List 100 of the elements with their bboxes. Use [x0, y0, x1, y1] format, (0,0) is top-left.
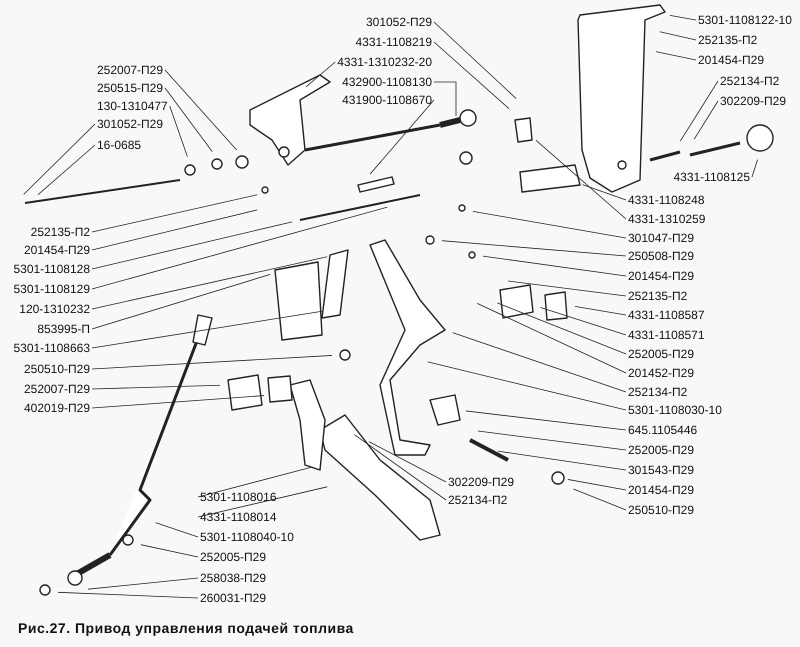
leader-line — [508, 280, 626, 296]
leader-line — [434, 42, 510, 110]
part-number: 302209-П29 — [448, 475, 514, 489]
part-number: 4331-1108125 — [673, 170, 750, 184]
part-number: 4331-1108219 — [355, 35, 432, 49]
leader-line — [536, 140, 626, 220]
part-number: 252135-П2 — [628, 289, 688, 303]
leader-line — [680, 80, 718, 142]
leader-line — [573, 488, 626, 510]
leader-line — [540, 307, 626, 336]
leader-line — [752, 159, 758, 178]
part-number: 5301-1108663 — [13, 341, 90, 355]
leader-line — [497, 302, 626, 354]
leader-line — [655, 51, 696, 60]
part-number: 252005-П29 — [200, 550, 266, 564]
leader-line — [478, 430, 626, 450]
part-number: 252134-П2 — [720, 74, 780, 88]
leader-line — [669, 15, 696, 20]
leader-line — [582, 184, 626, 200]
part-number: 260031-П29 — [200, 591, 266, 605]
part-number: 250510-П29 — [24, 362, 90, 376]
part-number: 302209-П29 — [720, 94, 786, 108]
leader-line — [92, 209, 258, 250]
leader-line — [92, 274, 271, 330]
leader-line — [659, 31, 696, 40]
part-number: 130-1310477 — [97, 99, 168, 113]
leader-line — [92, 221, 293, 270]
part-number: 5301-1108030-10 — [628, 403, 722, 417]
part-number: 16-0685 — [97, 138, 142, 152]
leader-line — [164, 70, 238, 150]
part-number: 432900-1108130 — [342, 75, 432, 89]
part-number: 4331-1310232-20 — [337, 55, 432, 69]
part-number: 4331-1108014 — [200, 510, 277, 524]
part-number: 252007-П29 — [97, 63, 164, 77]
part-number: 301052-П29 — [366, 15, 432, 29]
leader-line — [434, 82, 456, 116]
part-number: 201454-П29 — [628, 483, 694, 497]
leader-line — [92, 384, 220, 390]
leader-line — [92, 206, 388, 290]
leader-line — [466, 410, 626, 430]
part-number: 431900-1108670 — [342, 93, 432, 107]
leader-line — [198, 486, 328, 518]
leader-line — [92, 395, 264, 408]
part-number: 252135-П2 — [698, 33, 758, 47]
leader-line — [472, 210, 626, 238]
part-number: 252134-П2 — [448, 493, 508, 507]
part-number: 201454-П29 — [698, 53, 764, 67]
part-number: 301543-П29 — [628, 463, 694, 477]
part-number: 5301-1108122-10 — [698, 13, 792, 27]
leader-line — [354, 434, 446, 500]
part-number: 5301-1108129 — [13, 282, 90, 296]
leader-line — [198, 466, 313, 498]
part-number: 4331-1310259 — [628, 212, 706, 226]
part-number: 402019-П29 — [24, 401, 90, 415]
part-number: 4331-1108248 — [628, 193, 705, 207]
leader-line — [92, 194, 258, 232]
part-number: 853995-П — [37, 322, 90, 336]
leader-line — [58, 592, 198, 598]
part-number: 5301-1108016 — [200, 490, 277, 504]
leader-line — [476, 303, 626, 374]
leader-line — [92, 355, 332, 370]
part-number: 252134-П2 — [628, 385, 688, 399]
leader-line — [574, 306, 626, 316]
leader-line — [498, 450, 626, 470]
leader-line — [306, 62, 336, 88]
part-number: 250510-П29 — [628, 503, 694, 517]
leader-line — [427, 361, 626, 410]
leader-line — [38, 144, 96, 196]
figure-caption: Рис.27. Привод управления подачей топлива — [18, 620, 354, 636]
leader-line — [23, 124, 96, 195]
leader-line — [92, 310, 322, 348]
part-number: 301052-П29 — [97, 117, 164, 131]
part-number: 252135-П2 — [30, 225, 90, 239]
leader-line — [694, 100, 718, 140]
part-number: 120-1310232 — [19, 302, 90, 316]
part-number: 250515-П29 — [97, 81, 164, 95]
leader-line — [368, 441, 446, 482]
leader-line — [140, 544, 198, 558]
part-number: 252005-П29 — [628, 443, 694, 457]
leader-line — [452, 332, 626, 392]
part-number: 201454-П29 — [628, 269, 694, 283]
leader-line — [370, 100, 434, 174]
leader-line — [482, 256, 626, 276]
leader-line — [442, 240, 626, 256]
leader-line — [88, 578, 198, 590]
part-number: 301047-П29 — [628, 231, 694, 245]
part-number: 252007-П29 — [24, 382, 90, 396]
leader-line — [169, 106, 188, 157]
part-number: 252005-П29 — [628, 347, 694, 361]
part-number: 258038-П29 — [200, 571, 266, 585]
part-number: 5301-1108040-10 — [200, 530, 294, 544]
leader-line — [434, 22, 517, 99]
leader-line — [155, 522, 198, 538]
leader-line — [164, 88, 213, 152]
leader-line — [92, 256, 328, 310]
part-number: 250508-П29 — [628, 249, 694, 263]
part-number: 4331-1108587 — [628, 308, 705, 322]
part-number: 4331-1108571 — [628, 328, 705, 342]
leader-line — [567, 479, 626, 490]
part-number: 645.1105446 — [628, 423, 698, 437]
